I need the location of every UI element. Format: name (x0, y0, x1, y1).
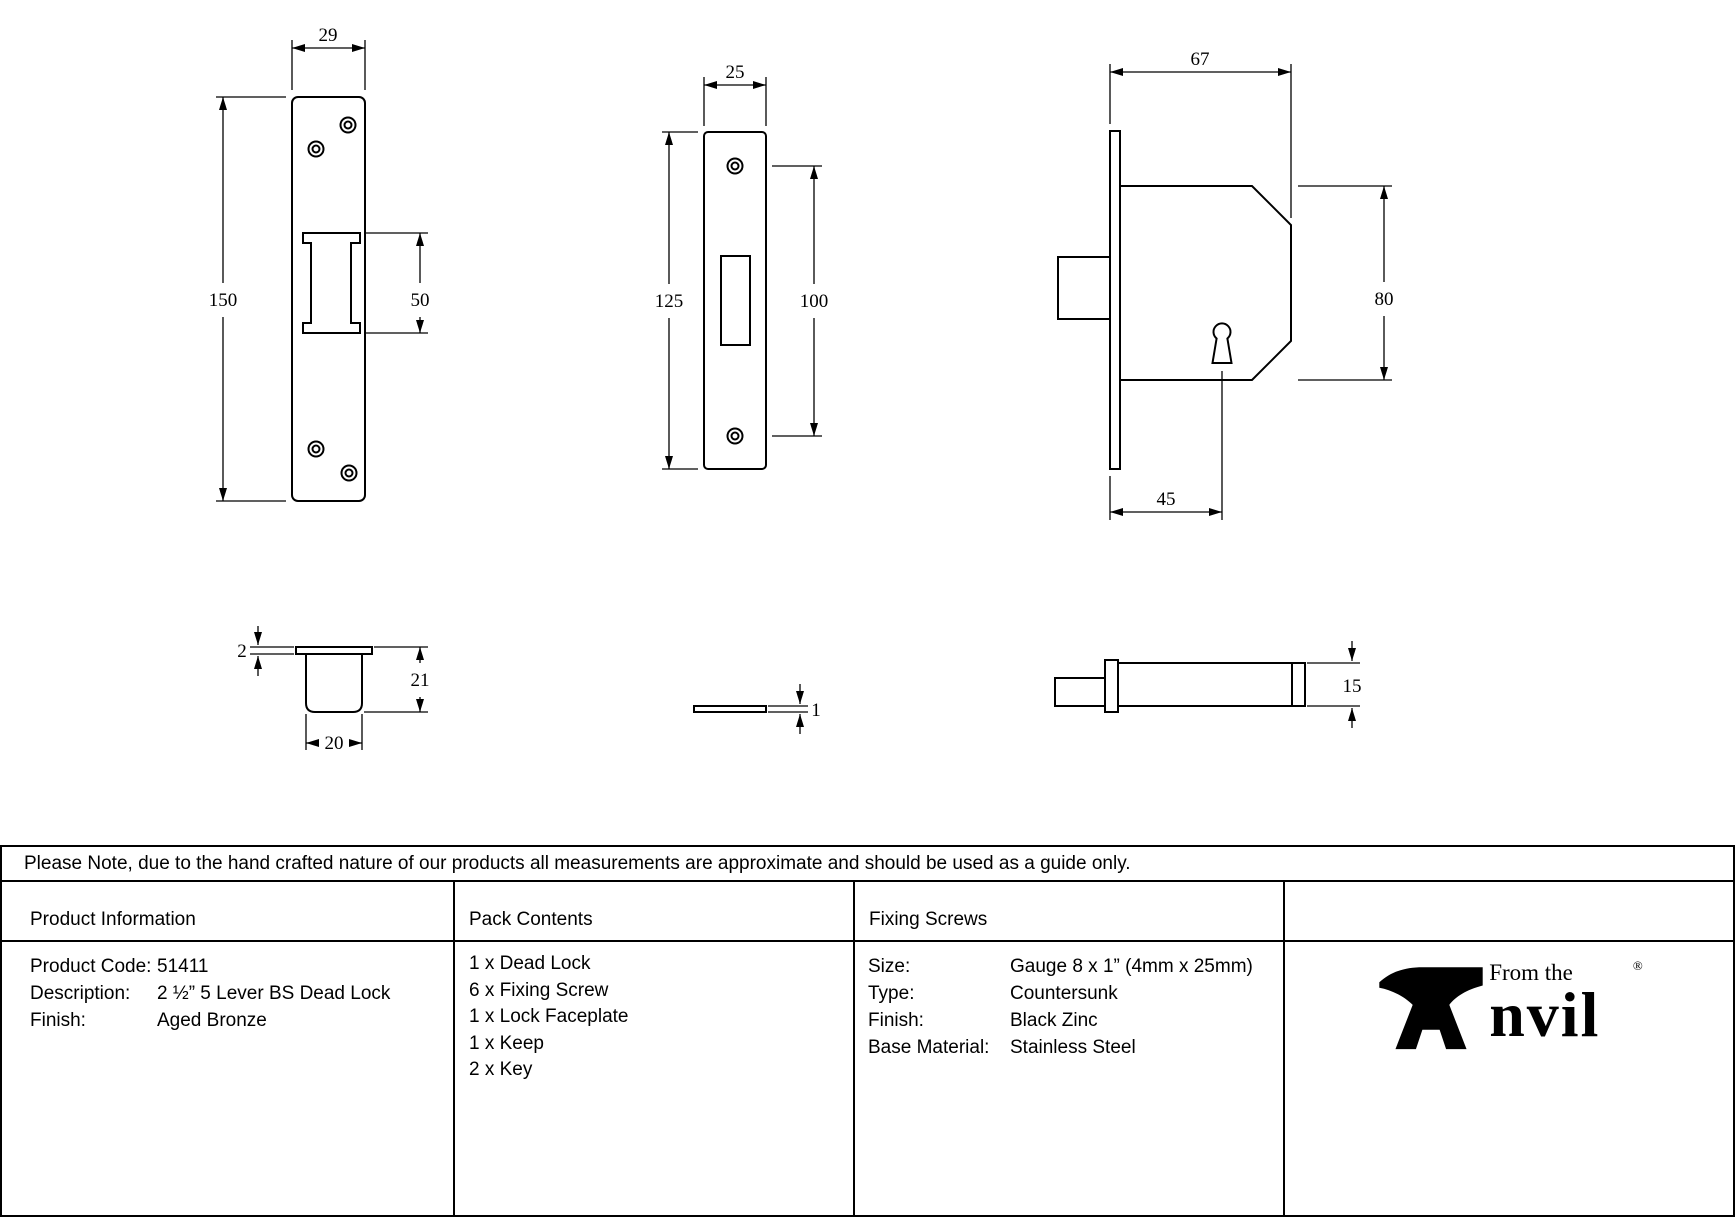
list-item: 1 x Dead Lock (469, 953, 591, 974)
dim-faceplate-height: 125 (655, 291, 684, 312)
dim-keep-depth: 21 (411, 670, 430, 691)
base-material-value: Stainless Steel (1010, 1037, 1136, 1058)
logo-text: From the ® nvil (1489, 956, 1643, 1050)
note-bar: Please Note, due to the hand crafted nat… (0, 845, 1735, 882)
header-product-information: Product Information (2, 882, 455, 940)
dim-keep-box-width: 20 (325, 733, 344, 754)
dim-faceplate-width: 25 (726, 62, 745, 83)
extension-lines (1298, 185, 1392, 381)
screw-type-label: Type: (868, 983, 915, 1004)
screw-size-label: Size: (868, 956, 911, 977)
table-row: Size: Gauge 8 x 1” (4mm x 25mm) (868, 953, 1283, 980)
table-row: Description: 2 ½” 5 Lever BS Dead Lock (30, 980, 453, 1007)
keep-box (305, 654, 363, 713)
faceplate-edge (1109, 130, 1121, 470)
dim-keep-width: 29 (319, 25, 338, 46)
header-pack-contents: Pack Contents (455, 882, 855, 940)
logo-brand: nvil (1489, 979, 1601, 1050)
bolt-body (1117, 662, 1306, 707)
registered-trademark-icon: ® (1632, 958, 1643, 973)
table-header-row: Product Information Pack Contents Fixing… (0, 882, 1735, 942)
screw-type-value: Countersunk (1010, 983, 1118, 1004)
bolt-stub (1054, 677, 1106, 707)
keep-flange (295, 646, 373, 655)
screw-finish-label: Finish: (868, 1010, 924, 1031)
dim-bolt-height: 15 (1343, 676, 1362, 697)
table-row: Finish: Aged Bronze (30, 1007, 453, 1034)
dim-faceplate-hole-spacing: 100 (800, 291, 829, 312)
keep-cutout (302, 232, 361, 334)
list-item: 6 x Fixing Screw (469, 979, 609, 1001)
drawings-canvas: 29 150 50 25 (209, 25, 1394, 754)
base-material-label: Base Material: (868, 1037, 990, 1058)
pack-contents-cell: 1 x Dead Lock 6 x Fixing Screw 1 x Lock … (455, 942, 855, 1215)
list-item: 1 x Lock Faceplate (469, 1006, 629, 1027)
table-row: Product Code: 51411 (30, 953, 453, 980)
dim-keep-flange: 2 (237, 641, 247, 662)
dim-lock-height: 80 (1375, 289, 1394, 310)
finish-label: Finish: (30, 1010, 86, 1031)
dim-keep-cutout: 50 (411, 290, 430, 311)
screw-hole (730, 161, 740, 171)
extension-lines (250, 646, 294, 655)
finish-value: Aged Bronze (157, 1010, 267, 1031)
screw-finish-value: Black Zinc (1010, 1010, 1098, 1031)
extension-lines (366, 232, 428, 334)
product-code-label: Product Code: (30, 956, 152, 977)
screw-hole (311, 144, 321, 154)
faceplate-flange (1104, 659, 1119, 713)
drawing-bolt-side-view: 15 (1054, 641, 1362, 728)
table-row: Type: Countersunk (868, 980, 1283, 1007)
list-item: 1 x Keep (469, 1032, 544, 1054)
dim-lock-depth: 67 (1191, 49, 1210, 70)
extension-lines (216, 96, 286, 502)
description-value: 2 ½” 5 Lever BS Dead Lock (157, 983, 391, 1004)
table-body-row: Product Code: 51411 Description: 2 ½” 5 … (0, 942, 1735, 1217)
header-fixing-screws: Fixing Screws (855, 882, 1285, 940)
product-code-value: 51411 (157, 956, 209, 977)
logo-top-line: From the ® (1489, 956, 1643, 986)
anvil-icon (1379, 967, 1483, 1050)
technical-drawings: 29 150 50 25 (209, 25, 1394, 754)
screw-hole (343, 120, 353, 130)
extension-lines (768, 705, 808, 713)
drawing-keep-front-view: 29 150 50 (209, 25, 430, 502)
logo-cell: From the ® nvil (1285, 942, 1733, 1215)
drawing-faceplate-front-view: 25 125 100 (655, 62, 829, 470)
screw-hole (344, 468, 354, 478)
header-logo-cell (1285, 882, 1733, 940)
deadbolt (1057, 256, 1111, 320)
fixing-screws-cell: Size: Gauge 8 x 1” (4mm x 25mm) Type: Co… (855, 942, 1285, 1215)
note-text: Please Note, due to the hand crafted nat… (24, 852, 1131, 874)
lock-case-outline (1119, 185, 1292, 381)
product-information-cell: Product Code: 51411 Description: 2 ½” 5 … (2, 942, 455, 1215)
table-row: Base Material: Stainless Steel (868, 1034, 1283, 1061)
extension-lines (1307, 662, 1360, 707)
screw-size-value: Gauge 8 x 1” (4mm x 25mm) (1010, 956, 1253, 977)
description-label: Description: (30, 983, 131, 1004)
drawing-faceplate-side-view: 1 (693, 684, 821, 734)
anvil-logo: From the ® nvil (1375, 956, 1643, 1056)
screw-hole (311, 444, 321, 454)
screw-hole (730, 431, 740, 441)
faceplate-side-profile (693, 705, 767, 713)
bolt-cutout (720, 255, 751, 346)
logo-tagline: From the (1489, 960, 1573, 985)
keyhole (1211, 322, 1233, 364)
dim-lock-backset: 45 (1157, 489, 1176, 510)
dim-keep-height: 150 (209, 290, 238, 311)
table-row: Finish: Black Zinc (868, 1007, 1283, 1034)
drawing-lock-body-view: 67 80 45 (1057, 49, 1394, 520)
dim-faceplate-thickness: 1 (811, 700, 821, 721)
drawing-keep-section-view: 2 21 20 (237, 626, 430, 754)
list-item: 2 x Key (469, 1059, 533, 1080)
